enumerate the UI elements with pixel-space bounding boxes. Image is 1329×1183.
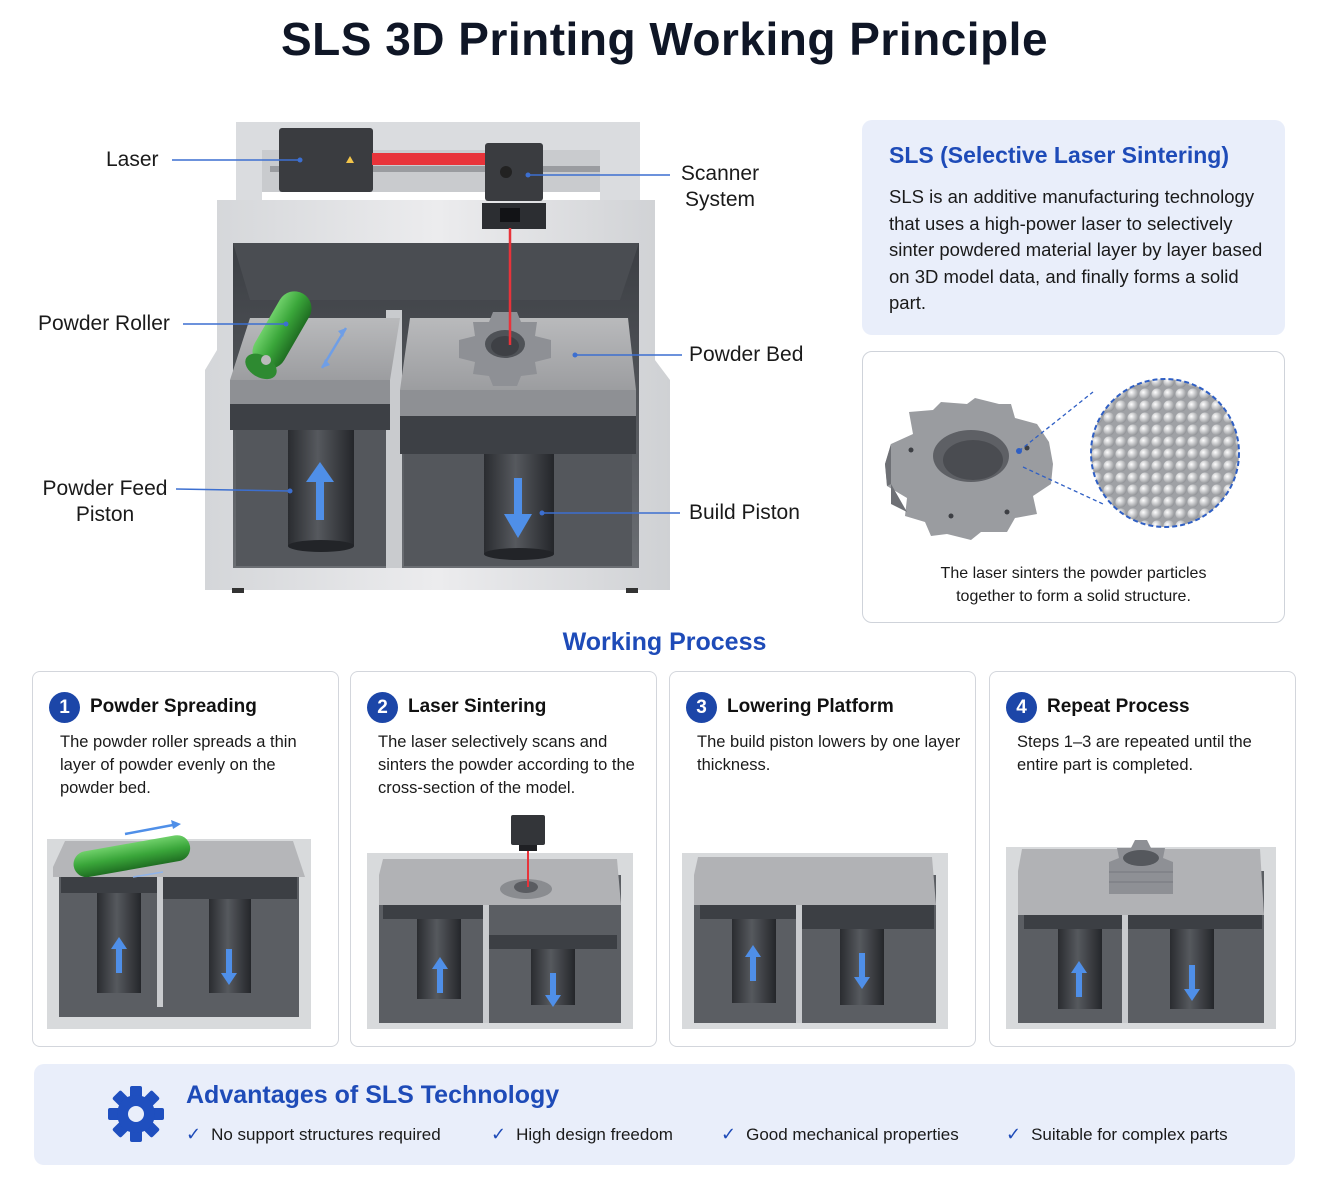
laser-sintering-illustration [367, 815, 633, 1029]
step-description: The laser selectively scans and sinters … [378, 733, 635, 797]
callout-scanner-line2: System [684, 188, 755, 211]
callout-scanner-line1: Scanner [680, 162, 760, 185]
step-card-4: 4 Repeat Process Steps 1–3 are repeated … [989, 671, 1296, 1047]
step-description: Steps 1–3 are repeated until the entire … [1017, 733, 1252, 774]
check-icon: ✓ [1006, 1124, 1022, 1144]
repeat-process-illustration [1006, 840, 1276, 1029]
advantage-label: Good mechanical properties [746, 1125, 959, 1144]
advantage-label: No support structures required [211, 1125, 441, 1144]
step-card-3: 3 Lowering Platform The build piston low… [669, 671, 976, 1047]
step-number-badge: 2 [367, 692, 398, 723]
callout-powder-roller: Powder Roller [38, 312, 170, 335]
step-number-badge: 4 [1006, 692, 1037, 723]
callout-scanner-system: Scanner System [680, 161, 760, 213]
advantages-title: Advantages of SLS Technology [186, 1081, 560, 1109]
step-number-badge: 1 [49, 692, 80, 723]
step-card-2: 2 Laser Sintering The laser selectively … [350, 671, 657, 1047]
callout-powder-bed: Powder Bed [689, 343, 804, 366]
advantage-item: ✓ Good mechanical properties [721, 1124, 959, 1145]
advantages-panel: Advantages of SLS Technology ✓ No support… [34, 1064, 1295, 1165]
callout-build-piston: Build Piston [689, 501, 800, 524]
detail-caption-line1: The laser sinters the powder particles [940, 565, 1207, 582]
check-icon: ✓ [491, 1124, 507, 1144]
sls-info-panel: SLS (Selective Laser Sintering) SLS is a… [862, 120, 1285, 335]
powder-spreading-illustration [47, 820, 311, 1029]
step-title: Laser Sintering [408, 696, 547, 717]
step-title: Repeat Process [1047, 696, 1190, 717]
step-description: The build piston lowers by one layer thi… [697, 733, 961, 774]
page-title: SLS 3D Printing Working Principle [280, 13, 1049, 65]
callout-powder-feed-piston: Powder Feed Piston [40, 476, 170, 528]
gear-icon [108, 1086, 164, 1142]
info-body: SLS is an additive manufacturing technol… [889, 186, 1263, 313]
step-card-1: 1 Powder Spreading The powder roller spr… [32, 671, 339, 1047]
detail-caption: The laser sinters the powder particles t… [863, 562, 1284, 608]
lowering-platform-illustration [682, 853, 948, 1029]
step-number-badge: 3 [686, 692, 717, 723]
step-description: The powder roller spreads a thin layer o… [60, 733, 297, 797]
callout-powder-feed-line2: Piston [75, 503, 135, 526]
sls-machine-diagram [172, 122, 682, 593]
advantage-item: ✓ High design freedom [491, 1124, 673, 1145]
detail-caption-line2: together to form a solid structure. [956, 588, 1191, 605]
advantage-label: High design freedom [516, 1125, 673, 1144]
step-title: Lowering Platform [727, 696, 894, 717]
advantage-label: Suitable for complex parts [1031, 1125, 1228, 1144]
step-title: Powder Spreading [90, 696, 257, 717]
callout-laser: Laser [106, 148, 159, 171]
callout-powder-feed-line1: Powder Feed [42, 477, 168, 500]
info-heading: SLS (Selective Laser Sintering) [889, 142, 1230, 168]
check-icon: ✓ [721, 1124, 737, 1144]
advantage-item: ✓ Suitable for complex parts [1006, 1124, 1228, 1145]
sintering-detail-panel: The laser sinters the powder particles t… [862, 351, 1285, 623]
advantage-item: ✓ No support structures required [186, 1124, 441, 1145]
check-icon: ✓ [186, 1124, 202, 1144]
working-process-title: Working Process [562, 628, 767, 656]
gear-particle-illustration [885, 378, 1240, 540]
